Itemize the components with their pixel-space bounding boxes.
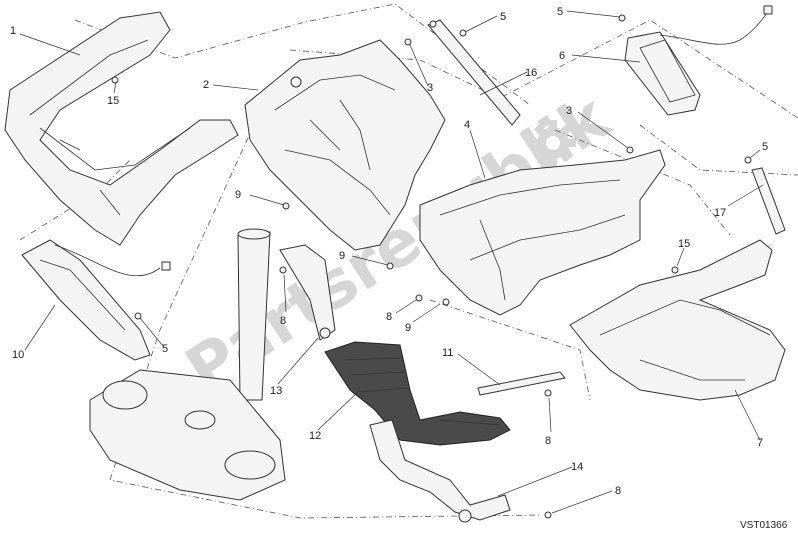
callout-13: 13 [270,385,282,397]
gear-icon [530,120,576,166]
part-7-right-fairing [569,239,786,401]
callout-14: 14 [571,461,583,473]
callout-15: 15 [107,95,119,107]
callout-5: 5 [557,6,563,18]
callout-8: 8 [545,435,551,447]
callout-5: 5 [162,343,168,355]
part-4-right-panel [419,149,666,316]
callout-9: 9 [235,189,241,201]
part-14-lower-bracket [369,419,511,523]
callout-16: 16 [525,67,537,79]
callout-8: 8 [386,311,392,323]
steering-stem-assembly [89,228,286,501]
callout-15: 15 [678,238,690,250]
callout-3: 3 [566,105,572,117]
callout-1: 1 [10,25,16,37]
drawing-code: VST01366 [740,520,788,531]
part-1-left-fairing [4,11,239,246]
callout-5: 5 [762,141,768,153]
callout-2: 2 [203,79,209,91]
callout-9: 9 [339,250,345,262]
leader-lines [19,10,764,514]
callout-9: 9 [405,322,411,334]
callout-11: 11 [442,347,453,359]
callout-5: 5 [500,11,506,23]
callout-8: 8 [280,315,286,327]
fasteners [134,14,752,519]
part-6-light-unit [624,5,773,116]
part-2-upper-panel [244,39,446,251]
part-10-left-light [21,239,171,361]
part-13-bracket [279,244,336,341]
part-17-bracket [751,167,786,235]
callout-3: 3 [427,82,433,94]
callout-17: 17 [714,207,726,219]
callout-12: 12 [309,430,321,442]
callout-4: 4 [464,119,470,131]
callout-6: 6 [559,50,565,62]
callout-10: 10 [12,349,24,361]
part-11-rod [477,371,566,396]
callout-7: 7 [757,437,763,449]
part-12-dust-boot [324,341,511,446]
callouts: 1 2 3 3 4 5 5 5 5 6 7 8 8 8 8 9 9 9 10 1… [10,6,768,497]
part-16-bracket [427,19,521,126]
callout-8: 8 [615,485,621,497]
